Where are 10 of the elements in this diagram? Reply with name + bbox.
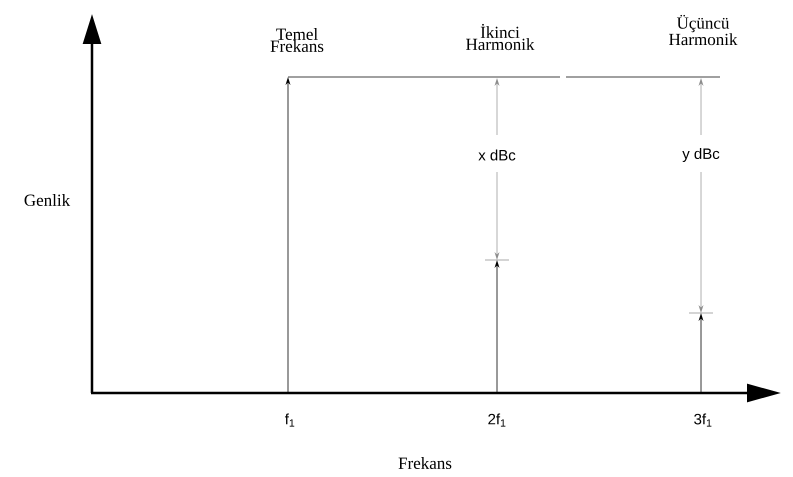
tick-label: 2f$_{1}$ [488, 413, 506, 427]
tick-label: 3f$_{1}$ [694, 413, 712, 427]
tick-label: f$_{1}$ [284, 413, 294, 427]
peak-label: Üçüncü Harmonik [669, 14, 738, 46]
level-label: y dBc [682, 148, 720, 162]
axis-label: Frekans [398, 457, 452, 469]
peak-label: İkinci Harmonik [466, 24, 534, 50]
peak-label: Temel Frekans [270, 28, 324, 52]
level-label: x dBc [478, 150, 516, 160]
axis-label: Genlik [24, 194, 70, 206]
